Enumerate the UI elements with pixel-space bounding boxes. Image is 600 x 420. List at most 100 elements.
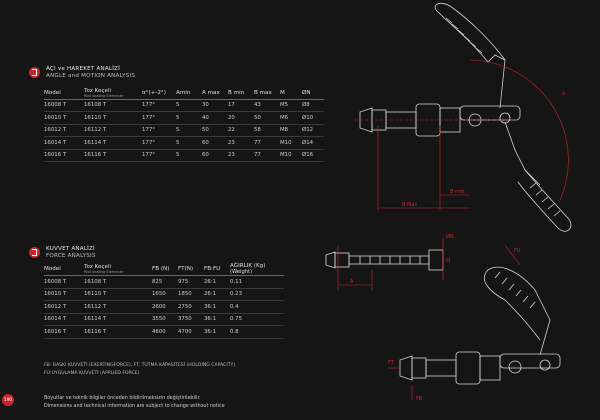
col-model: Model [44,263,84,276]
cell-fb: 825 [152,275,178,289]
cell-bmin: 22 [228,124,254,137]
cell-model: 16016 T [44,149,84,162]
cell-ft: 975 [178,275,204,289]
cell-amin: 5 [176,149,202,162]
cell-angle: 177° [142,124,176,137]
legend-line-2: FU:UYGULAMA KUVVETİ (APPLIED FORCE) [44,371,140,376]
cell-bmin: 23 [228,149,254,162]
cell-toz: 16108 T [84,99,142,112]
cell-w: 0.75 [230,313,284,326]
cell-w: 0.11 [230,275,284,289]
cell-toz: 16112 T [84,124,142,137]
section1-title-en: ANGLE and MOTION ANALYSIS [46,73,136,79]
footer-line-2: Dimensions and technical information are… [44,403,225,409]
bmax-label: B Max [402,202,417,208]
on-label: ØN [446,233,454,240]
cell-bmin: 23 [228,136,254,150]
cell-amax: 50 [202,124,228,137]
cell-angle: 177° [142,149,176,162]
cell-bmax: 58 [254,124,280,137]
cell-model: 16012 T [44,124,84,137]
cell-toz: 16116 T [84,149,142,162]
cell-m: M10 [280,136,302,150]
cell-ft: 2750 [178,300,204,314]
section1-title-tr: AÇI ve HAREKET ANALİZİ [46,66,120,72]
footer-notice: Boyutlar ve teknik bilgiler önceden bild… [44,395,225,410]
col-ft: FT(N) [178,263,204,276]
force-legend: FB: BASKI KUVVETİ (EXERTINGFORCE), FT: T… [44,362,235,378]
cell-angle: 177° [142,111,176,125]
cell-amin: 5 [176,136,202,150]
cell-model: 16008 T [44,99,84,112]
cell-w: 0.8 [230,325,284,339]
cell-angle: 177° [142,99,176,112]
alpha-label: α [562,91,566,97]
cell-ft: 1850 [178,288,204,301]
cell-bmin: 17 [228,99,254,112]
cell-toz: 16114 T [84,136,142,150]
angle-analysis-header: AÇI ve HAREKET ANALİZİ ANGLE and MOTION … [29,66,135,80]
cell-on: Ø10 [302,111,324,125]
cell-fb: 2600 [152,300,178,314]
cell-on: Ø16 [302,149,324,162]
cell-fb: 3550 [152,313,178,326]
cell-toz: 16116 T [84,325,152,339]
cell-amax: 60 [202,149,228,162]
cell-bmax: 77 [254,149,280,162]
cell-m: M6 [280,111,302,125]
cell-model: 16016 T [44,325,84,339]
col-bmin: B min [228,87,254,100]
col-fbfu: FB:FU [204,263,230,276]
cell-model: 16014 T [44,136,84,150]
cell-amin: 5 [176,111,202,125]
fu-label: FU [514,248,521,254]
cell-on: Ø12 [302,124,324,137]
cell-toz: 16112 T [84,300,152,314]
bmin-label: B min [450,189,464,195]
cell-bmax: 43 [254,99,280,112]
cell-amax: 40 [202,111,228,125]
page-number: 190 [2,394,14,406]
col-m: M [280,87,302,100]
cell-m: M8 [280,124,302,137]
cell-fbfu: 36:1 [204,325,230,339]
col-fb: FB (N) [152,263,178,276]
col-weight: AĞIRLIK (Kg)(Weight) [230,263,284,276]
cell-bmin: 20 [228,111,254,125]
section2-title-tr: KUVVET ANALİZİ [46,246,95,252]
ft-label: FT [388,360,395,366]
m-label: M [446,258,450,264]
cell-fbfu: 26:1 [204,288,230,301]
cell-angle: 177° [142,136,176,150]
section-logo-icon [29,247,40,258]
cell-m: M5 [280,99,302,112]
cell-ft: 3750 [178,313,204,326]
cell-model: 16010 T [44,111,84,125]
footer-line-1: Boyutlar ve teknik bilgiler önceden bild… [44,396,201,401]
cell-toz: 16110 T [84,111,142,125]
cell-model: 16014 T [44,313,84,326]
cell-fb: 1650 [152,288,178,301]
col-bmax: B max [254,87,280,100]
cell-fbfu: 26:1 [204,275,230,289]
col-angle: α°(+-2°) [142,87,176,100]
cell-amin: 5 [176,99,202,112]
col-amin: Amin [176,87,202,100]
col-model: Model [44,87,84,100]
a-label: A [350,279,354,285]
cell-m: M10 [280,149,302,162]
cell-amax: 30 [202,99,228,112]
cell-amin: 5 [176,124,202,137]
col-amax: A max [202,87,228,100]
